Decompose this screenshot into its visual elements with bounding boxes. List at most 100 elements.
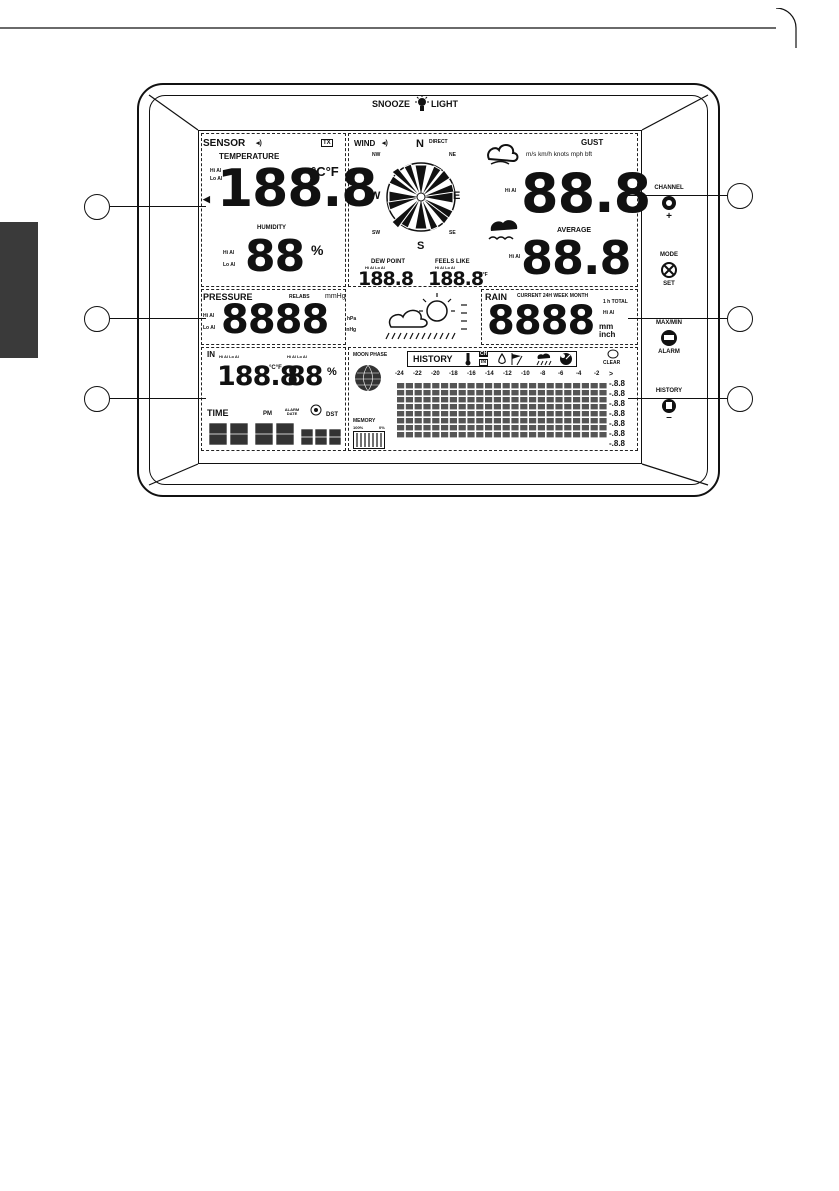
history-grid-cell xyxy=(476,432,484,438)
history-grid-cell xyxy=(423,425,431,431)
history-grid-cell xyxy=(449,418,457,424)
history-grid-cell xyxy=(564,397,572,403)
feels-like-alarms: Hi Al Lo Al xyxy=(435,265,455,270)
channel-button[interactable] xyxy=(660,194,678,212)
humidity-value: 88 xyxy=(245,231,305,282)
history-grid-cell xyxy=(423,432,431,438)
weather-forecast-icon xyxy=(385,293,467,340)
history-grid-cell xyxy=(564,418,572,424)
history-grid-cell xyxy=(449,390,457,396)
history-grid-cell xyxy=(467,411,475,417)
history-grid-cell xyxy=(564,404,572,410)
history-grid-cell xyxy=(458,432,466,438)
hum-hi-alarm: Hi Al xyxy=(223,250,235,256)
pressure-hi-alarm: Hi Al xyxy=(203,313,215,319)
rain-value: 8888 xyxy=(487,298,595,344)
pressure-value: 8888 xyxy=(221,297,329,343)
history-grid-cell xyxy=(397,418,405,424)
scale-value: -.8.8 xyxy=(609,429,626,438)
history-grid-cell xyxy=(423,411,431,417)
history-grid-cell xyxy=(397,397,405,403)
history-grid-cell xyxy=(599,411,607,417)
thermometer-icon xyxy=(465,353,471,366)
history-grid-cell xyxy=(537,418,545,424)
history-grid-cell xyxy=(485,390,493,396)
rain-section xyxy=(481,289,638,345)
compass-ne: NE xyxy=(449,152,456,158)
hour-tick: -16 xyxy=(467,371,476,377)
history-grid-cell xyxy=(590,432,598,438)
indoor-hum-unit: % xyxy=(327,366,337,378)
compass-w: W xyxy=(370,190,381,202)
memory-bar xyxy=(353,431,385,449)
history-grid-cell xyxy=(502,390,510,396)
history-grid-cell xyxy=(493,418,501,424)
wind-section xyxy=(348,133,638,287)
channel-button-label: CHANNEL xyxy=(654,185,684,191)
mode-set-button[interactable] xyxy=(660,261,678,279)
history-grid-cell xyxy=(529,404,537,410)
history-grid-cell xyxy=(599,425,607,431)
history-grid-cell xyxy=(573,425,581,431)
frame-bevel-lines xyxy=(148,94,709,486)
history-grid-cell xyxy=(458,390,466,396)
history-grid-cell xyxy=(573,397,581,403)
history-grid-cell xyxy=(546,432,554,438)
history-grid-cell xyxy=(599,404,607,410)
callout-line-left-1 xyxy=(110,206,206,208)
clear-icon xyxy=(607,349,619,359)
history-grid-cell xyxy=(573,383,581,389)
chapter-tab xyxy=(0,222,38,358)
callout-circle-left-1 xyxy=(84,194,110,220)
history-grid-cell xyxy=(546,425,554,431)
dew-point-alarms: Hi Al Lo Al xyxy=(365,265,385,270)
history-grid-cell xyxy=(537,425,545,431)
device-inner-frame xyxy=(149,95,708,485)
history-grid-cell xyxy=(476,411,484,417)
hour-tick: -18 xyxy=(449,371,458,377)
history-grid-cell xyxy=(476,404,484,410)
history-title: HISTORY xyxy=(413,354,453,364)
scale-value: -.8.8 xyxy=(609,409,626,418)
history-button[interactable] xyxy=(660,397,678,415)
history-grid-cell xyxy=(485,404,493,410)
brand-left: SNOOZE xyxy=(372,99,411,109)
history-grid-cell xyxy=(537,411,545,417)
memory-full: 100% xyxy=(353,425,364,430)
wind-title: WIND xyxy=(354,139,376,148)
alarm-button-label: ALARM xyxy=(658,349,680,355)
history-button-label: HISTORY xyxy=(655,388,683,394)
time-digits-display xyxy=(208,422,342,446)
history-grid-cell xyxy=(555,397,563,403)
history-grid-cell xyxy=(449,397,457,403)
history-grid-cell xyxy=(423,418,431,424)
scale-value: -.8.8 xyxy=(609,419,626,428)
history-grid-cell xyxy=(467,390,475,396)
callout-circle-left-3 xyxy=(84,386,110,412)
history-grid-cell xyxy=(590,390,598,396)
history-grid-cell xyxy=(573,411,581,417)
history-grid-cell xyxy=(581,390,589,396)
gust-cloud-icon xyxy=(487,144,519,165)
history-grid-cell xyxy=(581,397,589,403)
history-grid-cell xyxy=(590,418,598,424)
battery-tx-icon: TX xyxy=(321,139,333,147)
history-grid-cell xyxy=(467,425,475,431)
history-grid-cell xyxy=(432,383,440,389)
history-grid-cell xyxy=(511,418,519,424)
history-grid-cell xyxy=(405,418,413,424)
history-grid-cell xyxy=(546,404,554,410)
history-grid-cell xyxy=(485,411,493,417)
hour-tick: -22 xyxy=(413,371,422,377)
maxmin-alarm-button[interactable] xyxy=(659,329,679,347)
history-grid-cell xyxy=(423,397,431,403)
history-grid-cell xyxy=(529,432,537,438)
radio-signal-icon xyxy=(310,404,322,416)
hour-tick: -4 xyxy=(576,371,582,377)
temperature-value: 188.8 xyxy=(217,159,377,219)
rain-cloud-icon xyxy=(536,353,552,366)
history-grid-cell xyxy=(520,404,528,410)
history-grid-cell xyxy=(520,418,528,424)
history-grid-cell xyxy=(564,390,572,396)
history-grid-cell xyxy=(441,411,449,417)
